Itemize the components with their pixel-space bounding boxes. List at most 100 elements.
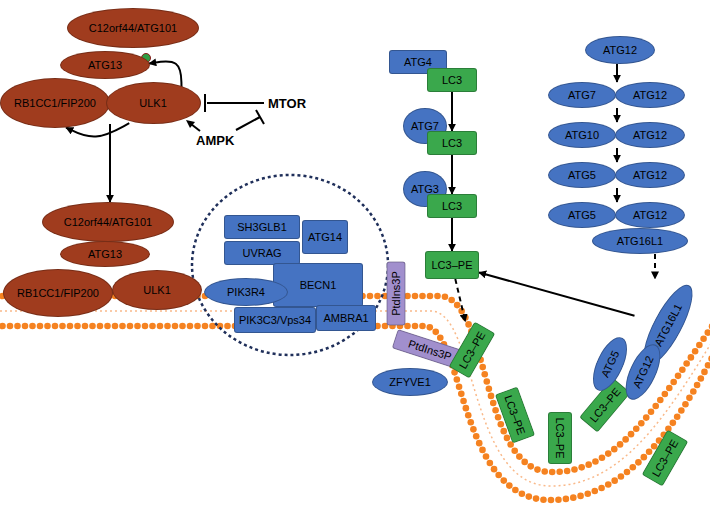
lipid-head xyxy=(690,388,697,395)
lipid-head xyxy=(437,335,444,342)
protein-ellipse: ATG12 xyxy=(585,36,655,64)
inhibition-bar xyxy=(204,94,206,112)
reaction-arrow xyxy=(616,64,618,82)
lipid-head xyxy=(187,323,194,330)
lipid-head xyxy=(134,323,141,330)
activation-head xyxy=(186,120,195,128)
lipid-head xyxy=(483,378,490,385)
lipid-head xyxy=(470,426,477,433)
protein-ellipse: C12orf44/ATG101 xyxy=(67,8,199,48)
protein-name: ATG12 xyxy=(603,44,637,57)
lipid-head xyxy=(465,412,472,419)
lipid-head xyxy=(662,391,669,398)
lipid-head xyxy=(556,469,563,476)
lipid-head xyxy=(467,419,474,426)
protein-ellipse: ATG12 xyxy=(615,202,685,228)
inhibition-line xyxy=(207,102,264,104)
lipid-head xyxy=(479,364,486,371)
lipid-head xyxy=(563,496,570,503)
lipid-head xyxy=(652,403,659,410)
protein-name: ZFYVE1 xyxy=(389,376,431,389)
lipid-head xyxy=(540,496,547,503)
reaction-arrow xyxy=(654,254,656,279)
protein-box: AMBRA1 xyxy=(316,305,376,331)
lipid-head xyxy=(696,342,703,349)
lipid-head xyxy=(164,323,171,330)
lipid-head xyxy=(633,425,640,432)
lipid-head xyxy=(674,413,681,420)
lipid-head xyxy=(694,382,701,389)
protein-box: LC3 xyxy=(427,131,477,155)
inhibition-bar xyxy=(256,110,264,124)
lipid-head xyxy=(487,460,494,467)
lipid-head xyxy=(491,466,498,473)
reaction-arrow xyxy=(616,108,618,122)
protein-name: PtdIns3P xyxy=(407,337,453,363)
protein-name: ATG16L1 xyxy=(617,235,663,248)
lipid-head xyxy=(709,323,710,330)
lipid-head xyxy=(488,393,495,400)
lipid-head xyxy=(705,362,710,369)
lipid-head xyxy=(112,323,119,330)
protein-name: ATG12 xyxy=(633,129,667,142)
protein-box: LC3–PE xyxy=(495,386,535,443)
lipid-head xyxy=(419,323,426,330)
protein-box: BECN1 xyxy=(273,263,363,307)
protein-ellipse: RB1CC1/FIP200 xyxy=(3,269,114,317)
protein-name: LC3–PE xyxy=(432,259,473,272)
lipid-head xyxy=(624,469,631,476)
lipid-head xyxy=(29,323,36,330)
lipid-head xyxy=(570,494,577,501)
reaction-arrow xyxy=(479,273,635,316)
lipid-head xyxy=(605,450,612,457)
lipid-head xyxy=(448,297,455,304)
protein-ellipse: PIK3R4 xyxy=(204,278,288,306)
lipid-head xyxy=(172,323,179,330)
lipid-head xyxy=(490,400,497,407)
protein-ellipse: ATG12 xyxy=(615,122,685,148)
lipid-head xyxy=(434,293,441,300)
lipid-head xyxy=(500,477,507,484)
protein-name: ATG14 xyxy=(308,231,342,244)
protein-ellipse: ZFYVE1 xyxy=(372,368,448,396)
protein-name: ATG5 xyxy=(568,169,596,182)
lipid-head xyxy=(527,463,534,470)
protein-box: LC3–PE xyxy=(548,412,572,464)
lipid-head xyxy=(599,454,606,461)
lipid-head xyxy=(698,375,705,382)
lipid-head xyxy=(460,398,467,405)
lipid-head xyxy=(419,293,426,300)
lipid-head xyxy=(454,302,461,309)
lipid-head xyxy=(97,323,104,330)
protein-name: C12orf44/ATG101 xyxy=(64,216,152,229)
regulator-name: MTOR xyxy=(268,96,306,111)
lipid-head xyxy=(643,414,650,421)
lipid-head xyxy=(52,323,59,330)
protein-name: ATG5 xyxy=(568,209,596,222)
inhibition-line xyxy=(236,117,260,130)
protein-name: RB1CC1/FIP200 xyxy=(17,287,99,300)
lipid-head xyxy=(670,420,677,427)
lipid-head xyxy=(611,477,618,484)
lipid-head xyxy=(442,293,449,300)
reaction-arrow xyxy=(616,188,618,202)
reaction-arrow xyxy=(109,124,111,202)
lipid-head xyxy=(202,323,209,330)
protein-name: ULK1 xyxy=(139,97,167,110)
lipid-head xyxy=(412,323,419,330)
lipid-head xyxy=(617,441,624,448)
protein-name: LC3 xyxy=(442,137,462,150)
lipid-head xyxy=(700,335,707,342)
protein-box: PtdIns3P xyxy=(387,261,406,325)
lipid-head xyxy=(708,355,710,362)
protein-ellipse: ULK1 xyxy=(112,270,202,310)
protein-box: ATG14 xyxy=(302,220,348,254)
protein-name: LC3–PE xyxy=(554,418,567,459)
reaction-arrow xyxy=(451,218,453,251)
lipid-head xyxy=(412,293,419,300)
lipid-head xyxy=(456,383,463,390)
protein-name: ATG10 xyxy=(565,129,599,142)
protein-name: ATG12 xyxy=(633,169,667,182)
protein-box: UVRAG xyxy=(224,241,300,265)
lipid-head xyxy=(534,466,541,473)
